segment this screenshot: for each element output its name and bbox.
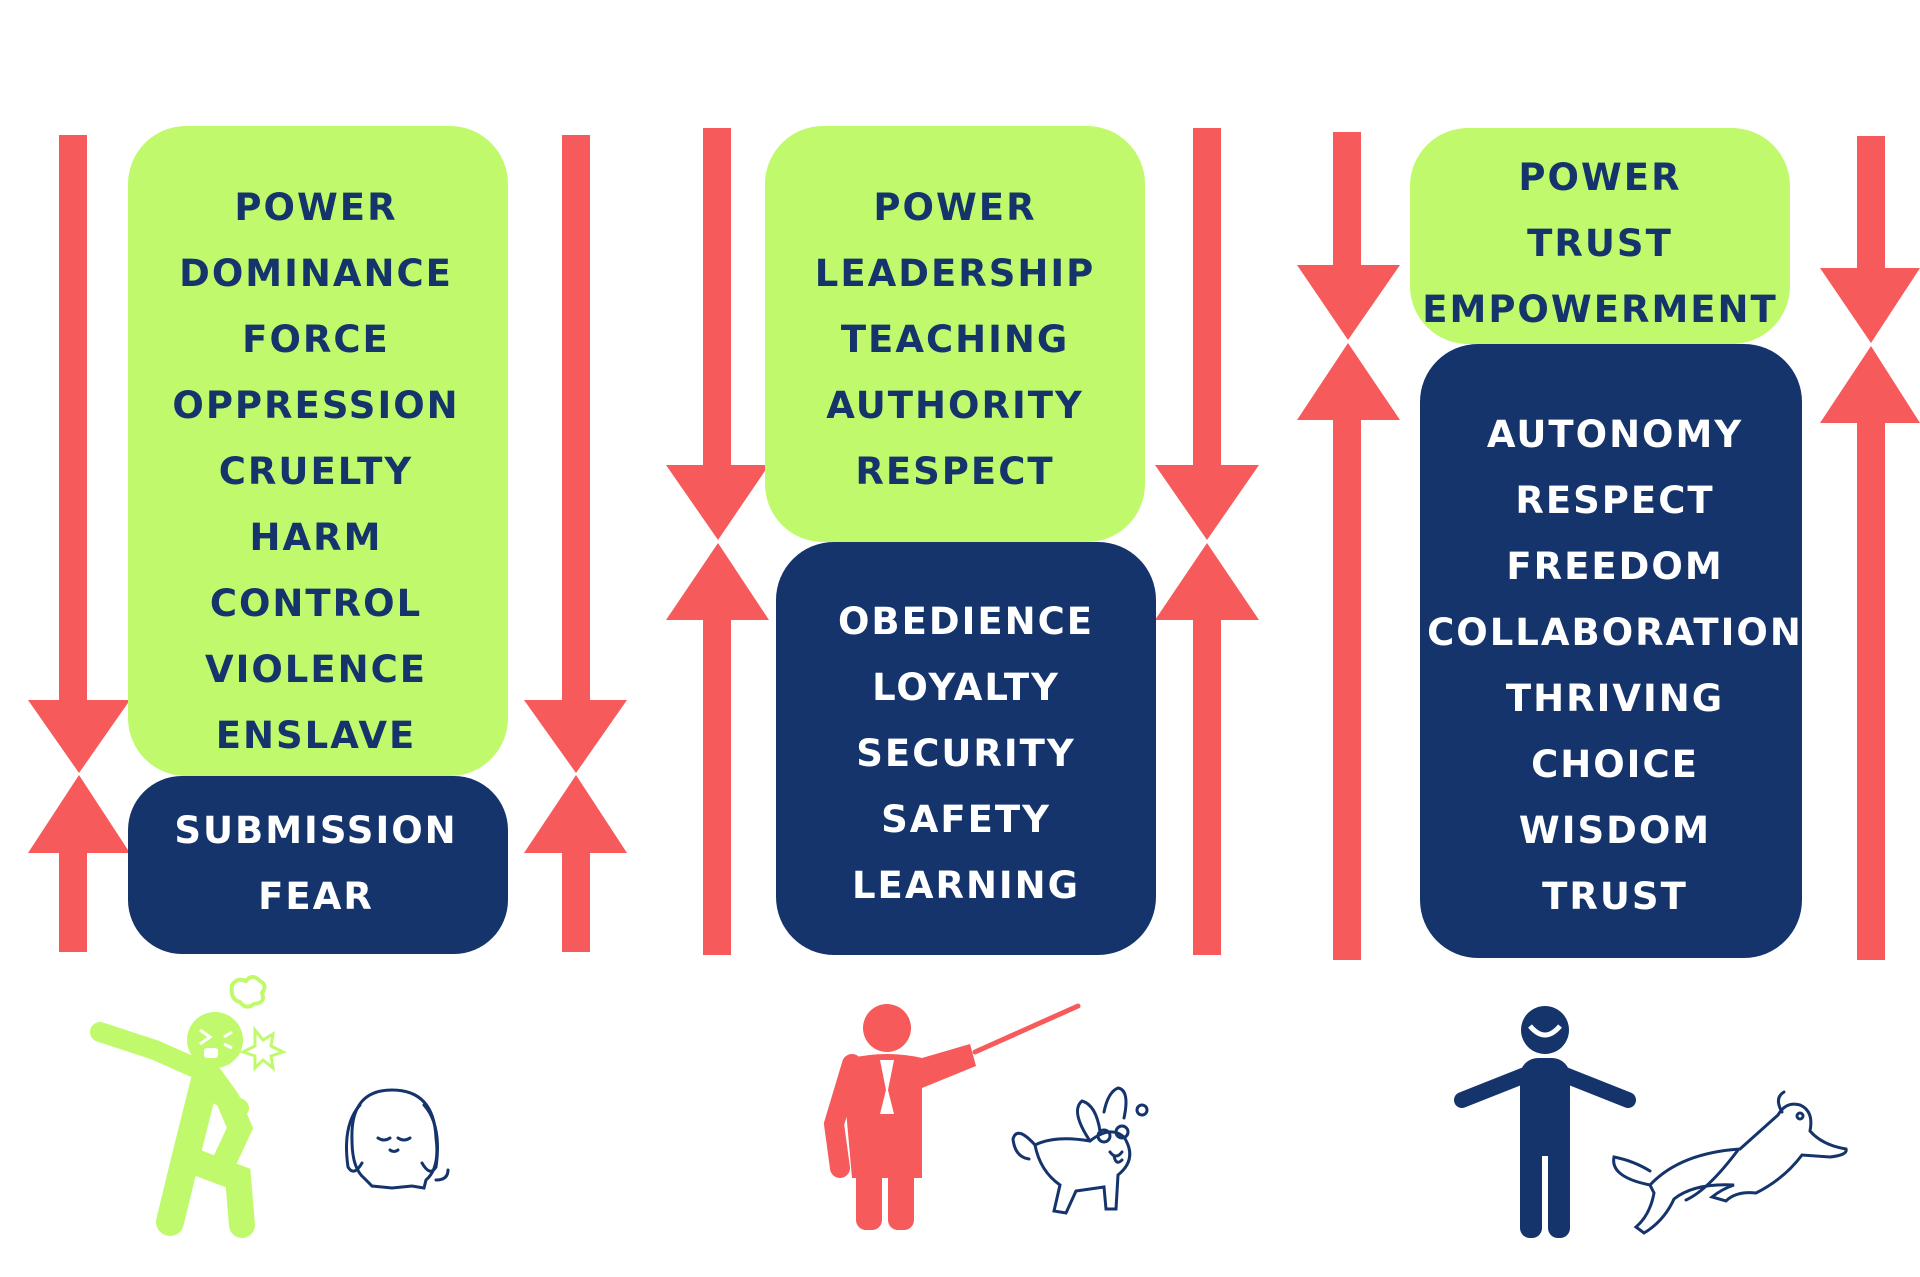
word: Fear: [258, 875, 374, 918]
column-2-bottom-words: Obedience Loyalty Security Safety Learni…: [838, 600, 1094, 907]
word: Respect: [855, 450, 1054, 493]
angry-person-icon: [90, 975, 287, 1238]
word: Dominance: [179, 252, 453, 295]
word: Harm: [250, 516, 383, 559]
word: Collaboration: [1427, 611, 1803, 654]
sad-dog-icon: [345, 1088, 450, 1190]
column-2-top-words: Power Leadership Teaching Authority Resp…: [815, 186, 1095, 493]
column-2-left-arrows: [666, 128, 769, 955]
word: Power: [873, 186, 1036, 229]
word: Autonomy: [1487, 413, 1743, 456]
word: Leadership: [815, 252, 1095, 295]
column-2-bottom-box: [776, 542, 1156, 955]
column-3: Power Trust Empowerment Autonomy Respect…: [1297, 128, 1920, 1238]
word: Obedience: [838, 600, 1094, 643]
column-2-top-box: [765, 126, 1145, 542]
column-3-bottom-words: Autonomy Respect Freedom Collaboration T…: [1427, 413, 1803, 918]
word: Security: [856, 732, 1075, 775]
column-1-top-words: Power Dominance Force Oppression Cruelty…: [172, 186, 459, 757]
column-1-bottom-words: Submission Fear: [174, 809, 457, 918]
column-1-top-box: [128, 126, 508, 776]
column-3-left-arrows: [1297, 132, 1400, 960]
word: Teaching: [841, 318, 1069, 361]
word: Submission: [174, 809, 457, 852]
column-3-top-box: [1410, 128, 1790, 344]
column-2-right-arrows: [1155, 128, 1259, 955]
word: Force: [242, 318, 390, 361]
column-1-right-arrows: [524, 135, 627, 952]
word: Violence: [205, 648, 427, 691]
word: Enslave: [216, 714, 417, 757]
column-1-left-arrows: [28, 135, 130, 952]
word: Authority: [826, 384, 1084, 427]
word: Control: [210, 582, 422, 625]
playful-dog-icon: [1011, 1086, 1149, 1215]
column-2: Power Leadership Teaching Authority Resp…: [666, 126, 1259, 1230]
word: Empowerment: [1422, 288, 1778, 331]
word: Power: [234, 186, 397, 229]
word: Wisdom: [1519, 809, 1711, 852]
column-1: Power Dominance Force Oppression Cruelty…: [28, 126, 627, 1238]
word: Respect: [1515, 479, 1714, 522]
column-3-bottom-box: [1420, 344, 1802, 958]
word: Choice: [1531, 743, 1699, 786]
teacher-pointing-icon: [823, 1003, 1081, 1230]
column-1-bottom-box: [128, 776, 508, 954]
running-dog-icon: [1612, 1090, 1848, 1235]
column-3-right-arrows: [1820, 136, 1920, 960]
word: Cruelty: [219, 450, 413, 493]
column-3-top-words: Power Trust Empowerment: [1422, 156, 1778, 331]
word: Power: [1518, 156, 1681, 199]
word: Oppression: [172, 384, 459, 427]
word: Thriving: [1506, 677, 1724, 720]
word: Safety: [881, 798, 1051, 841]
word: Trust: [1542, 875, 1688, 918]
word: Loyalty: [872, 666, 1060, 709]
word: Freedom: [1506, 545, 1723, 588]
word: Learning: [852, 864, 1080, 907]
word: Trust: [1527, 222, 1673, 265]
open-arms-person-icon: [1454, 1006, 1636, 1238]
